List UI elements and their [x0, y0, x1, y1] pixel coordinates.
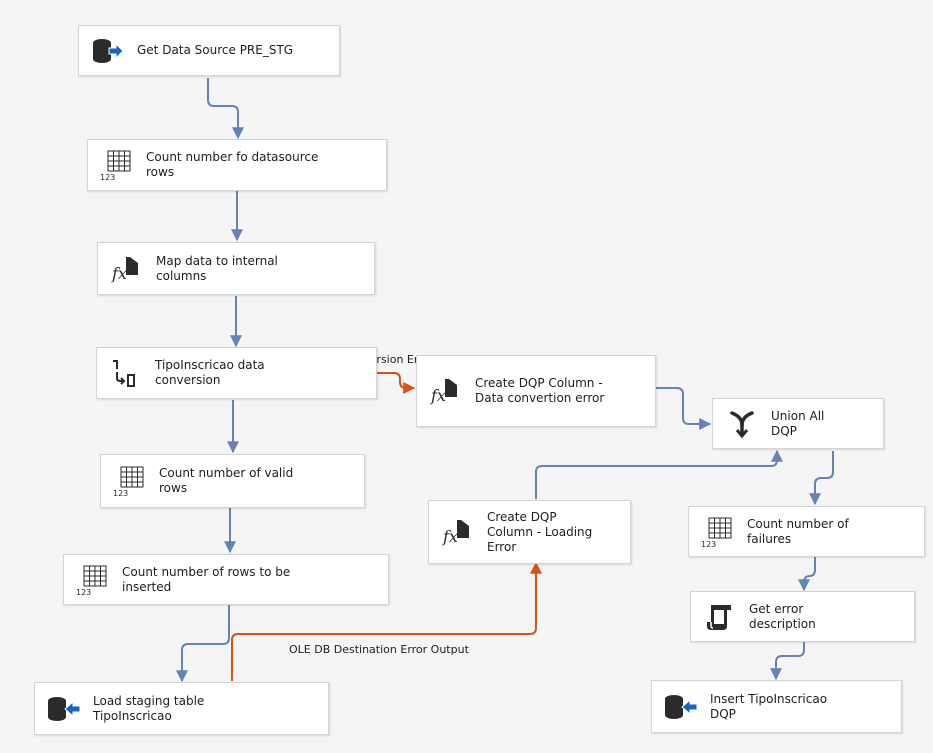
derived-column-icon: fx — [441, 515, 475, 549]
node-data-conversion[interactable]: TipoInscricao data conversion — [96, 347, 377, 399]
node-union-all[interactable]: Union All DQP — [712, 398, 884, 449]
node-load-staging[interactable]: Load staging table TipoInscricao — [34, 682, 329, 735]
svg-text:123: 123 — [701, 540, 716, 548]
node-label: Create DQP Column - Loading Error — [487, 509, 593, 554]
node-label: Map data to internal columns — [156, 253, 278, 283]
node-label: Count number fo datasource rows — [146, 150, 319, 179]
node-label: Insert TipoInscricao DQP — [710, 691, 828, 721]
node-create-dqp-loading[interactable]: fx Create DQP Column - Loading Error — [428, 500, 631, 564]
node-map-data[interactable]: fx Map data to internal columns — [97, 242, 375, 295]
svg-text:123: 123 — [100, 173, 115, 181]
path-inserted-to-load[interactable] — [176, 605, 230, 683]
node-label: Get Data Source PRE_STG — [137, 43, 294, 57]
node-label: TipoInscricao data conversion — [155, 358, 265, 387]
node-count-valid-rows[interactable]: 123 Count number of valid rows — [100, 454, 365, 508]
node-label: Create DQP Column - Data convertion erro… — [475, 376, 605, 405]
node-count-failures[interactable]: 123 Count number of failures — [688, 506, 925, 557]
union-all-icon — [725, 407, 759, 441]
node-label: Load staging table TipoInscricao — [93, 693, 205, 723]
path-create-conversion-to-union[interactable] — [656, 387, 712, 430]
row-count-icon: 123 — [76, 563, 110, 597]
row-count-icon: 123 — [113, 464, 147, 498]
svg-text:fx: fx — [442, 527, 458, 546]
row-count-icon: 123 — [100, 148, 134, 182]
node-get-data-source[interactable]: Get Data Source PRE_STG — [78, 25, 340, 76]
node-count-datasource-rows[interactable]: 123 Count number fo datasource rows — [87, 139, 387, 191]
destination-error-output-label: OLE DB Destination Error Output — [289, 643, 469, 656]
derived-column-icon: fx — [429, 374, 463, 408]
node-insert-dqp[interactable]: Insert TipoInscricao DQP — [651, 680, 902, 733]
path-failures-to-error-desc[interactable] — [798, 557, 816, 592]
svg-text:123: 123 — [113, 489, 128, 497]
path-error-desc-to-insert[interactable] — [770, 642, 805, 681]
node-create-dqp-conversion[interactable]: fx Create DQP Column - Data convertion e… — [416, 355, 656, 427]
path-create-loading-to-union[interactable] — [535, 449, 783, 499]
node-label: Count number of valid rows — [159, 466, 294, 495]
path-get-source-to-count[interactable] — [207, 78, 244, 140]
node-label: Count number of failures — [747, 516, 849, 546]
script-icon — [703, 600, 737, 634]
node-label: Get error description — [749, 601, 816, 631]
node-count-rows-inserted[interactable]: 123 Count number of rows to be inserted — [63, 554, 389, 605]
database-source-icon — [91, 34, 125, 68]
svg-text:fx: fx — [111, 264, 127, 283]
node-label: Count number of rows to be inserted — [122, 564, 291, 594]
node-label: Union All DQP — [771, 408, 825, 438]
database-destination-icon — [47, 692, 81, 726]
derived-column-icon: fx — [110, 252, 144, 286]
svg-text:fx: fx — [430, 386, 446, 405]
database-destination-icon — [664, 690, 698, 724]
data-conversion-icon — [109, 356, 143, 390]
svg-text:123: 123 — [76, 588, 91, 596]
path-union-to-failures[interactable] — [809, 451, 834, 506]
path-conversion-error-output[interactable] — [377, 372, 416, 394]
row-count-icon: 123 — [701, 515, 735, 549]
node-get-error-description[interactable]: Get error description — [690, 591, 915, 642]
path-destination-error-output[interactable] — [231, 561, 542, 681]
